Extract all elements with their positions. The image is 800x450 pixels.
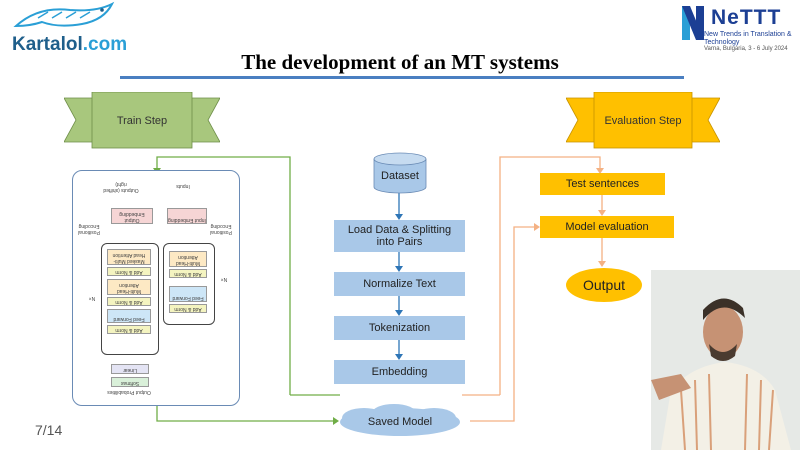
encoder-block: Multi-Head Attention [169,251,207,267]
decoder-stack [101,243,159,355]
arch-nx-right: N× [220,276,228,282]
encoder-block: Feed Forward [169,286,207,302]
kartalol-logo [8,0,118,58]
conference-subtitle: New Trends in Translation & Technology [704,31,792,46]
eval-arrow-down [596,168,604,174]
arch-inputs-label: Inputs [176,183,190,189]
arch-softmax: Softmax [111,377,149,387]
arch-outputs-label: Outputs (shifted right) [103,181,139,193]
model-eval-arrow [534,223,540,231]
encoder-stack [163,243,215,325]
step-load-data: Load Data & Splitting into Pairs [334,220,465,252]
eval-orange-line-2 [470,226,536,422]
speaker-figure [651,270,800,450]
encoder-block: Add & Norm [169,269,207,278]
eagle-icon [13,1,115,28]
arch-input-embedding: Input Embedding [167,208,207,224]
decoder-block: Add & Norm [107,267,151,276]
dataset-cylinder [373,152,427,194]
train-green-top-line [156,156,291,395]
logo-main: Kartalol [12,34,83,55]
logo-suffix: .com [82,34,128,55]
logo-text: Kartalol.com [12,34,127,56]
decoder-block: Feed Forward [107,309,151,323]
train-step-label: Train Step [116,115,168,127]
step-tokenization: Tokenization [334,316,465,340]
arch-linear: Linear [111,364,149,374]
dataset-label: Dataset [381,170,419,182]
step-embedding: Embedding [334,360,465,384]
decoder-block-list: Masked Multi-Head Attention Add & Norm M… [107,249,151,334]
conference-date: Varna, Bulgaria, 3 - 6 July 2024 [704,46,788,52]
arch-positional-encoding-right: Positional Encoding [210,223,232,235]
step-normalize-text: Normalize Text [334,272,465,296]
saved-model-label: Saved Model [367,416,433,428]
test-sentences-box: Test sentences [540,173,665,195]
transformer-architecture: Outputs (shifted right) Inputs Output Em… [72,170,240,406]
arch-output-probabilities: Output Probabilities [107,389,151,395]
encoder-block: Add & Norm [169,304,207,313]
saved-model-cloud [340,404,460,436]
nettt-n-icon [682,6,704,40]
speaker-video [651,270,800,450]
encoder-block-list: Multi-Head Attention Add & Norm Feed For… [169,251,207,313]
train-green-bottom-line [156,406,335,422]
arch-positional-encoding-left: Positional Encoding [78,223,100,235]
evaluation-step-label: Evaluation Step [604,115,682,127]
arch-nx-left: N× [88,295,96,301]
title-underline [120,76,684,79]
decoder-block: Masked Multi-Head Attention [107,249,151,265]
train-step-banner [64,92,220,149]
decoder-block: Multi-Head Attention [107,279,151,295]
evaluation-step-banner [566,92,720,149]
nettt-logo-mark [680,4,708,44]
output-ellipse: Output [566,268,642,302]
slide-title: The development of an MT systems [241,50,559,74]
eval-orange-top-line [499,156,601,395]
arch-output-embedding: Output Embedding [111,208,153,224]
conference-name: NeTTT [711,6,782,29]
decoder-block: Add & Norm [107,325,151,334]
decoder-block: Add & Norm [107,297,151,306]
saved-model-arrow [333,417,339,425]
model-evaluation-box: Model evaluation [540,216,674,238]
page-number: 7/14 [35,422,63,438]
